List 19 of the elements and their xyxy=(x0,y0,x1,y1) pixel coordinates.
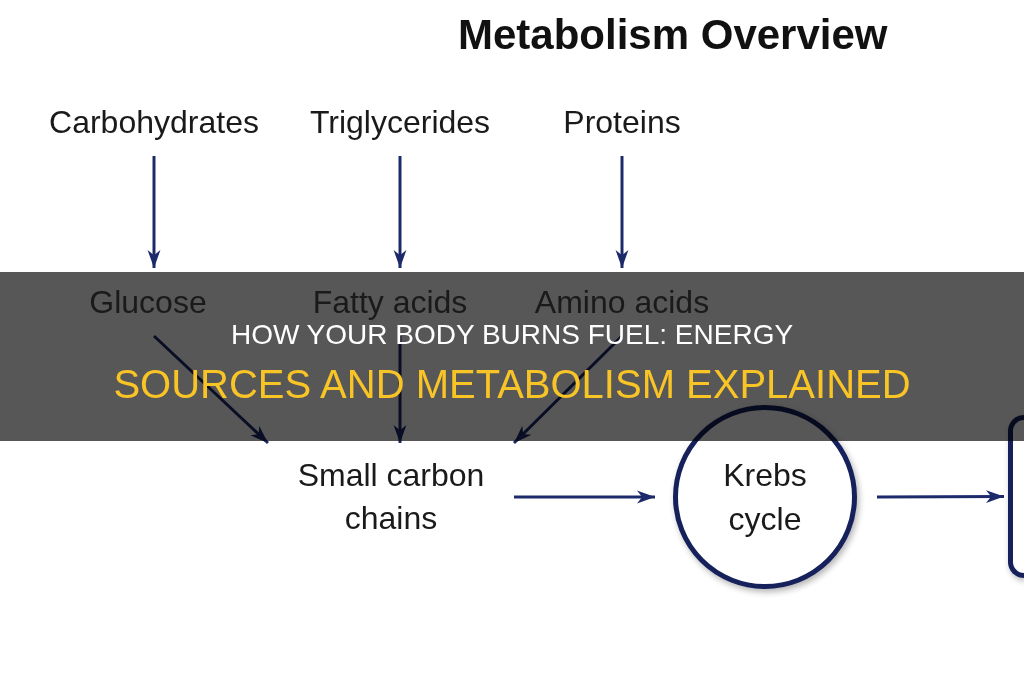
arrow xyxy=(514,490,655,504)
arrow xyxy=(877,490,1004,503)
banner-heading: HOW YOUR BODY BURNS FUEL: ENERGY xyxy=(230,319,794,352)
text-label: Fatty acids xyxy=(312,282,468,322)
text-label: Glucose xyxy=(89,282,207,322)
circle-label: Krebs cycle xyxy=(722,456,808,539)
arrow xyxy=(152,334,270,445)
banner-heading: SOURCES AND METABOLISM EXPLAINED xyxy=(113,361,911,407)
text-label: Amino acids xyxy=(534,282,710,322)
text-label: Triglycerides xyxy=(309,102,491,142)
arrow xyxy=(615,156,629,268)
arrow xyxy=(393,156,407,268)
arrow xyxy=(393,336,407,443)
text-label: Small carbon chains xyxy=(286,454,496,540)
text-label: Carbohydrates xyxy=(49,102,259,142)
arrow xyxy=(147,156,161,268)
diagram-title: Metabolism Overview xyxy=(458,10,888,60)
process-box xyxy=(1008,415,1024,578)
text-label: Proteins xyxy=(563,102,681,142)
